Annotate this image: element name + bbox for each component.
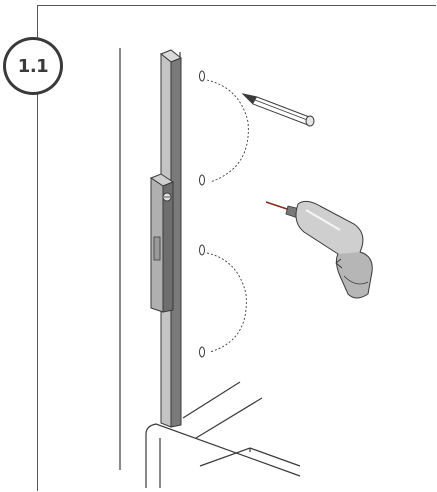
step-number-badge: 1.1 — [3, 37, 63, 95]
floor-lines — [145, 381, 301, 488]
drill-hole-marker-icon — [199, 244, 205, 256]
step-number: 1.1 — [17, 55, 49, 77]
drill-hole-marker-icon — [199, 70, 205, 82]
drill-hole-marker-icon — [199, 174, 205, 186]
drill-hole-marker-icon — [199, 346, 205, 358]
lock-body — [149, 173, 175, 313]
drill-hole-markers — [199, 70, 249, 358]
pencil-icon — [241, 93, 315, 127]
frame-top-border — [37, 5, 436, 6]
frame-left-border — [37, 5, 38, 491]
drill-icon — [265, 200, 373, 299]
strike-rail — [160, 49, 182, 428]
